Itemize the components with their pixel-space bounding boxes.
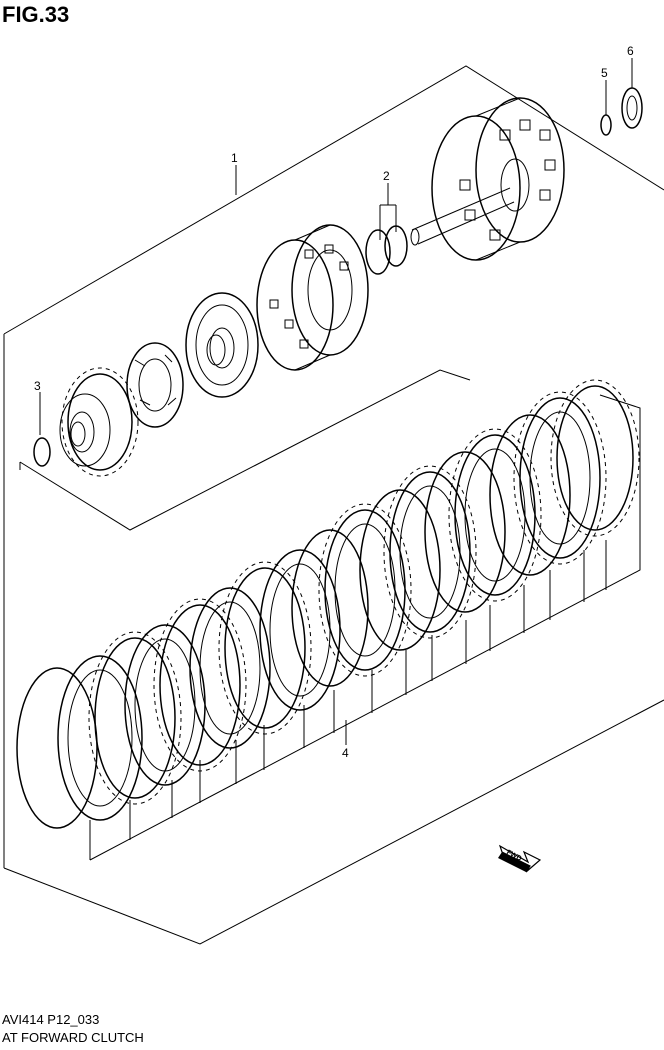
callout-4: 4	[342, 746, 349, 760]
figure-title: FIG.33	[2, 2, 70, 27]
callout-5: 5	[601, 66, 608, 80]
figure-code: AVI414 P12_033	[2, 1012, 100, 1027]
fwd-arrow-icon: FWD	[498, 844, 542, 873]
assembly-frame-1	[3, 65, 664, 335]
figure-name: AT FORWARD CLUTCH	[2, 1030, 144, 1045]
callout-2: 2	[383, 169, 390, 183]
subassembly-frame	[19, 369, 471, 531]
plates-frame	[3, 699, 664, 945]
callout-3: 3	[34, 379, 41, 393]
callout-1: 1	[231, 151, 238, 165]
callout-6: 6	[627, 44, 634, 58]
